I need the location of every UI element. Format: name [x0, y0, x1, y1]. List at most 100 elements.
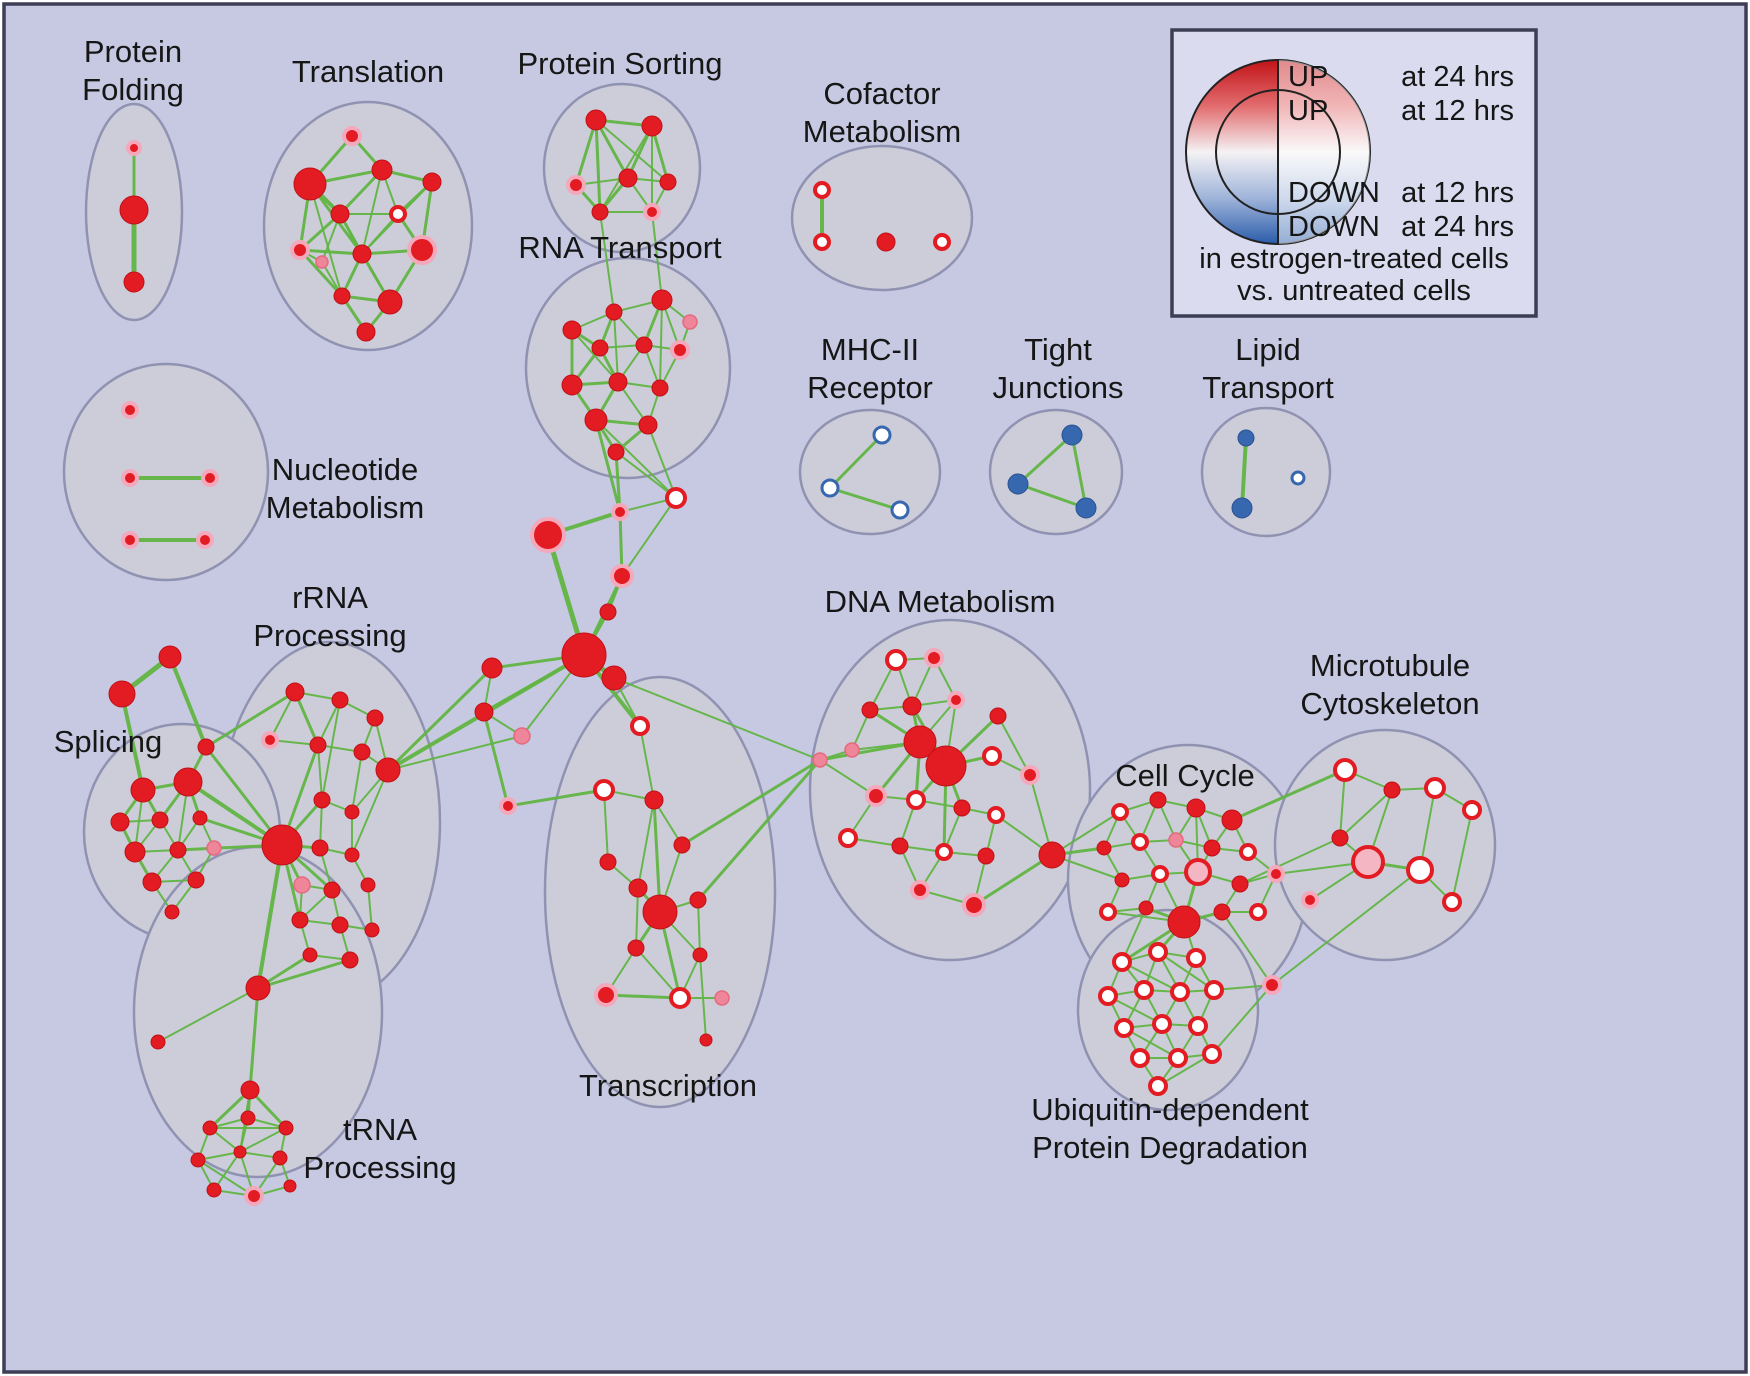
- network-edge: [248, 986, 260, 1092]
- network-node-R: [618, 168, 638, 188]
- network-edge: [1451, 809, 1473, 903]
- network-edge: [1339, 789, 1393, 839]
- network-node-R: [285, 682, 305, 702]
- network-edge: [351, 751, 363, 813]
- network-edge: [1239, 837, 1341, 885]
- network-edge: [972, 853, 1054, 907]
- network-node-R: [360, 877, 376, 893]
- network-edge: [1123, 1027, 1179, 1059]
- network-edge: [351, 769, 389, 856]
- network-edge: [361, 169, 383, 255]
- network-edge: [367, 884, 373, 931]
- network-node-W: [1098, 986, 1118, 1006]
- network-node-W: [838, 828, 858, 848]
- network-edge: [571, 329, 619, 383]
- network-node-R: [123, 271, 145, 293]
- network-node-W: [813, 181, 831, 199]
- network-edge: [120, 692, 145, 792]
- network-edge: [595, 419, 677, 499]
- network-node-R: [1149, 791, 1167, 809]
- network-node-P: [682, 314, 698, 330]
- network-node-R: [1221, 809, 1243, 831]
- network-node-R: [187, 871, 205, 889]
- network-node-R: [861, 701, 879, 719]
- network-node-Rp: [610, 564, 634, 588]
- network-node-Rp: [566, 175, 586, 195]
- network-node-R: [333, 287, 351, 305]
- network-node-W: [982, 746, 1002, 766]
- network-node-R: [164, 904, 180, 920]
- network-edge: [506, 788, 606, 808]
- network-node-Rp: [947, 691, 965, 709]
- legend-time-3: at 24 hrs: [1401, 211, 1514, 243]
- network-node-R: [891, 837, 909, 855]
- network-node-W: [1131, 833, 1149, 851]
- network-node-R: [1138, 900, 1154, 916]
- network-node-R: [925, 745, 967, 787]
- network-node-Rp: [924, 648, 944, 668]
- network-edge: [659, 299, 663, 389]
- network-node-R: [561, 632, 607, 678]
- network-node-R: [356, 322, 376, 342]
- network-node-Pr: [1351, 845, 1385, 879]
- network-node-R: [584, 408, 608, 432]
- network-node-W: [1112, 952, 1132, 972]
- network-edge: [309, 183, 343, 297]
- network-node-Rp: [910, 880, 930, 900]
- network-edge: [168, 655, 208, 749]
- network-node-R: [601, 665, 627, 691]
- network-node-R: [272, 1150, 288, 1166]
- network-node-W: [1134, 980, 1154, 1000]
- network-node-R: [1203, 839, 1221, 857]
- legend-direction-0: UP: [1288, 61, 1328, 93]
- network-node-R: [599, 853, 617, 871]
- network-edge: [1016, 482, 1088, 510]
- network-edge: [1157, 951, 1215, 991]
- network-node-W: [906, 790, 926, 810]
- network-edge: [256, 958, 352, 990]
- network-node-R: [1331, 829, 1349, 847]
- network-edge: [647, 424, 677, 499]
- cluster-ellipse-cofactor-metabolism: [790, 144, 974, 292]
- network-node-R: [989, 707, 1007, 725]
- network-node-Bw: [890, 500, 910, 520]
- network-node-W: [933, 233, 951, 251]
- network-node-R: [642, 894, 678, 930]
- network-node-R: [585, 109, 607, 131]
- network-node-R: [233, 1145, 247, 1159]
- network-edge: [639, 725, 655, 801]
- network-node-R: [283, 1179, 297, 1193]
- network-edge: [651, 211, 663, 301]
- network-node-R: [876, 232, 896, 252]
- network-node-B: [1237, 429, 1255, 447]
- network-node-R: [651, 289, 673, 311]
- network-node-Rp: [290, 240, 310, 260]
- network-node-R: [130, 777, 156, 803]
- network-node-W: [1111, 803, 1129, 821]
- network-node-Rp: [342, 126, 362, 146]
- network-node-Rp: [407, 235, 437, 265]
- network-edge: [386, 666, 494, 772]
- legend-direction-2: DOWN: [1288, 177, 1380, 209]
- network-node-R: [278, 1120, 294, 1136]
- network-node-B: [1075, 497, 1097, 519]
- cluster-ellipse-microtubule-cytoskeleton: [1273, 728, 1497, 962]
- network-edge: [387, 735, 523, 771]
- cluster-label-cell-cycle: Cell Cycle: [1115, 758, 1255, 793]
- network-edge: [482, 710, 510, 808]
- network-node-P: [714, 990, 730, 1006]
- network-edge: [997, 715, 1031, 776]
- network-node-P: [812, 752, 828, 768]
- network-edge: [818, 740, 922, 762]
- network-node-R: [366, 709, 384, 727]
- network-node-W: [987, 806, 1005, 824]
- network-edge: [819, 759, 877, 797]
- network-node-R: [245, 975, 271, 1001]
- network-node-R: [607, 443, 625, 461]
- network-edge: [298, 248, 344, 298]
- network-node-Rp: [121, 401, 139, 419]
